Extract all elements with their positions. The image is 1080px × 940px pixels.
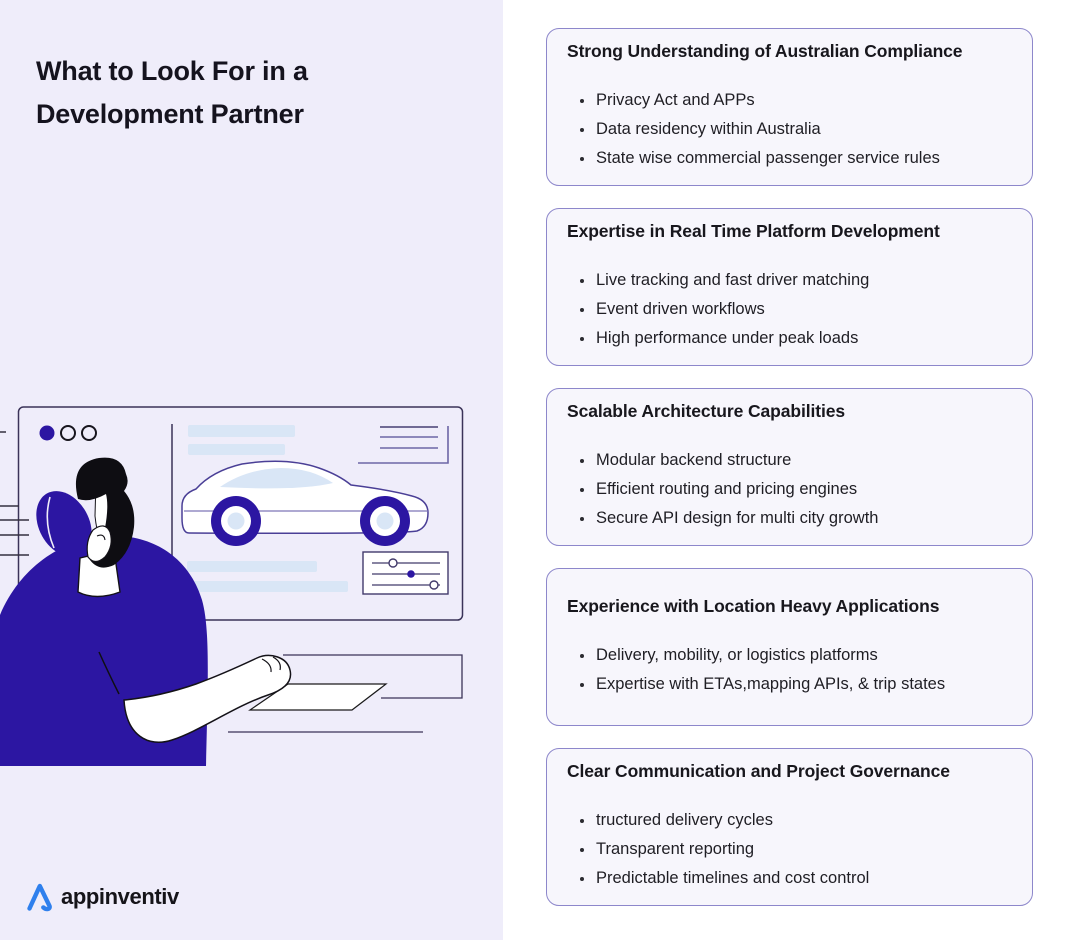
person-hair-beard xyxy=(75,457,135,568)
title-line-2: Development Partner xyxy=(36,99,304,129)
bullet-dot-icon xyxy=(580,99,584,103)
slider-knob-icon xyxy=(388,558,398,568)
appinventiv-triangle-icon xyxy=(27,883,52,912)
person-hand-chin xyxy=(86,525,112,563)
bullet-item: tructured delivery cycles xyxy=(567,806,1012,835)
person-beanie xyxy=(36,491,92,557)
bullet-text: High performance under peak loads xyxy=(596,329,859,347)
bullet-text: Delivery, mobility, or logistics platfor… xyxy=(596,645,878,664)
window-dot-icon xyxy=(81,425,97,441)
bullet-item: Efficient routing and pricing engines xyxy=(567,475,1012,504)
bullet-dot-icon xyxy=(580,128,584,132)
bullet-text: tructured delivery cycles xyxy=(596,811,773,829)
window-dot-icon xyxy=(60,425,76,441)
brand-name: appinventiv xyxy=(61,884,179,909)
card-heading: Expertise in Real Time Platform Developm… xyxy=(567,221,940,241)
car-wheel-icon xyxy=(211,496,261,546)
list-lines xyxy=(358,426,449,464)
bullet-text: Expertise with ETAs,mapping APIs, & trip… xyxy=(596,674,946,693)
person-dashboard-illustration xyxy=(0,406,464,766)
bullet-item: Transparent reporting xyxy=(567,835,1012,864)
bullet-dot-icon xyxy=(580,157,584,161)
paper-sheet xyxy=(248,683,388,711)
bullet-item: Data residency within Australia xyxy=(567,115,1012,144)
bullet-dot-icon xyxy=(580,682,584,687)
feature-card: Clear Communication and Project Governan… xyxy=(546,748,1033,906)
feature-card: Expertise in Real Time Platform Developm… xyxy=(546,208,1033,366)
person-arm xyxy=(123,654,292,744)
bullet-text: Secure API design for multi city growth xyxy=(596,509,879,527)
bullet-dot-icon xyxy=(580,653,584,658)
bullet-text: Transparent reporting xyxy=(596,840,755,858)
sliders-panel xyxy=(362,551,449,595)
bullet-text: Live tracking and fast driver matching xyxy=(596,271,870,289)
feature-card: Strong Understanding of Australian Compl… xyxy=(546,28,1033,186)
brand-logo: appinventiv xyxy=(25,882,179,912)
bullet-item: State wise commercial passenger service … xyxy=(567,144,1012,173)
window-dot-filled-icon xyxy=(39,425,55,441)
card-heading: Strong Understanding of Australian Compl… xyxy=(567,41,963,61)
title-line-1: What to Look For in a xyxy=(36,56,308,86)
bullet-text: Efficient routing and pricing engines xyxy=(596,480,858,498)
bullet-item: Modular backend structure xyxy=(567,446,1012,475)
bullet-item: Delivery, mobility, or logistics platfor… xyxy=(567,641,1012,670)
bullet-dot-icon xyxy=(580,877,584,881)
desk-lines xyxy=(228,654,463,733)
bullet-item: Live tracking and fast driver matching xyxy=(567,266,1012,295)
bullet-dot-icon xyxy=(580,308,584,312)
bullet-dot-icon xyxy=(580,459,584,463)
car-icon xyxy=(181,460,429,546)
margin-lines xyxy=(0,431,29,556)
bullet-dot-icon xyxy=(580,337,584,341)
cards-column: Strong Understanding of Australian Compl… xyxy=(546,28,1033,906)
bullet-item: High performance under peak loads xyxy=(567,324,1012,353)
bullet-text: Event driven workflows xyxy=(596,300,765,318)
bullet-dot-icon xyxy=(580,488,584,492)
bullet-text: Privacy Act and APPs xyxy=(596,91,755,109)
bullet-item: Event driven workflows xyxy=(567,295,1012,324)
slider-knob-icon xyxy=(407,570,415,578)
bullet-text: Data residency within Australia xyxy=(596,120,821,138)
bullet-text: Predictable timelines and cost control xyxy=(596,869,870,887)
bullet-dot-icon xyxy=(580,848,584,852)
bullet-dot-icon xyxy=(580,819,584,823)
bullet-item: Expertise with ETAs,mapping APIs, & trip… xyxy=(567,670,1012,699)
feature-card: Experience with Location Heavy Applicati… xyxy=(546,568,1033,726)
card-heading: Scalable Architecture Capabilities xyxy=(567,401,846,421)
slider-knob-icon xyxy=(429,580,439,590)
bullet-item: Secure API design for multi city growth xyxy=(567,504,1012,533)
bullet-text: State wise commercial passenger service … xyxy=(596,149,940,167)
bullet-item: Predictable timelines and cost control xyxy=(567,864,1012,893)
dashboard-screen xyxy=(17,406,464,621)
bullet-text: Modular backend structure xyxy=(596,451,792,469)
bullet-item: Privacy Act and APPs xyxy=(567,86,1012,115)
car-wheel-icon xyxy=(360,496,410,546)
feature-card: Scalable Architecture Capabilities Modul… xyxy=(546,388,1033,546)
card-heading: Clear Communication and Project Governan… xyxy=(567,761,950,781)
text-placeholder-bars xyxy=(187,425,348,592)
page-title: What to Look For in a Development Partne… xyxy=(36,50,396,136)
bullet-dot-icon xyxy=(580,279,584,283)
left-panel: What to Look For in a Development Partne… xyxy=(0,0,503,940)
bullet-dot-icon xyxy=(580,517,584,521)
card-bullet-list: Delivery, mobility, or logistics platfor… xyxy=(567,641,1012,699)
card-heading: Experience with Location Heavy Applicati… xyxy=(567,595,940,616)
